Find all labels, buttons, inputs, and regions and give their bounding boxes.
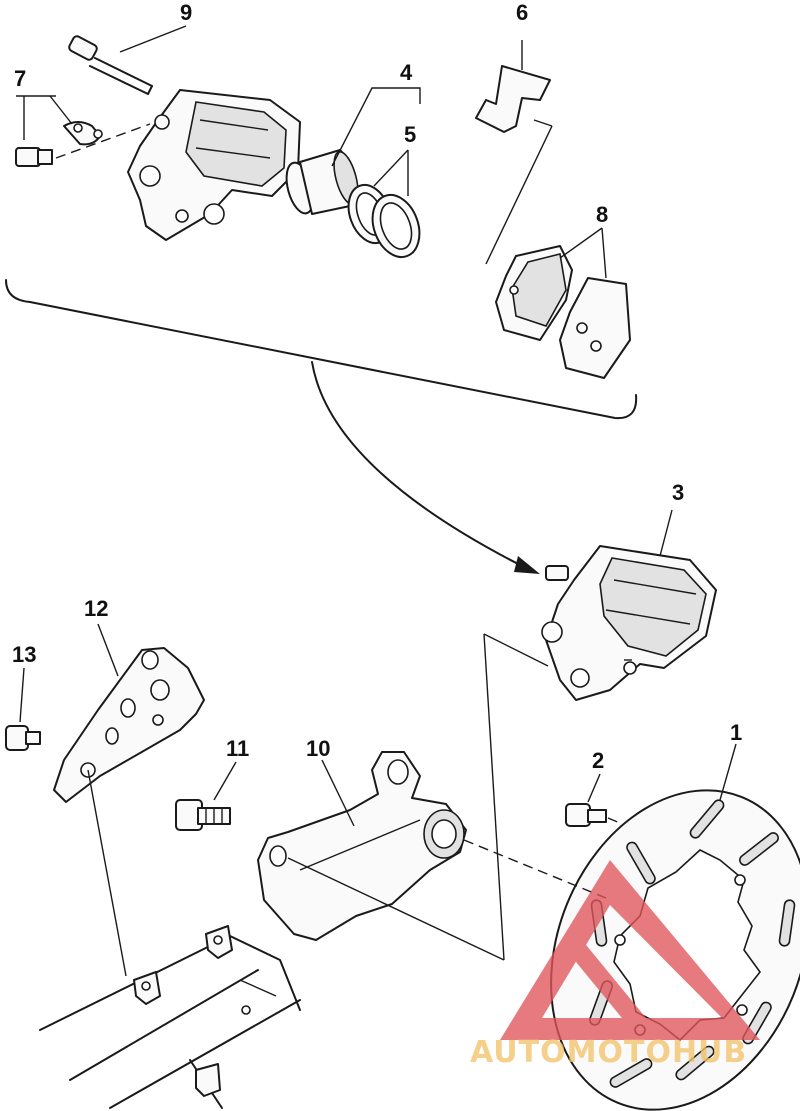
connector-arrow-line [311,361,531,571]
swingarm-frame [39,925,301,1109]
callout-9: 9 [180,0,192,25]
pad-spring-part [475,65,551,133]
guide-line [483,633,505,961]
connector-arrowhead [514,556,540,574]
guide-line [483,633,549,667]
callout-1: 1 [730,720,742,745]
disc-bolt-part [565,803,607,827]
callout-5: 5 [404,122,416,147]
callout-8: 8 [596,202,608,227]
caliper-guard-part [53,647,205,803]
guard-bolt-part [5,725,41,751]
watermark-text: AUTOMOTOHUB [470,1035,747,1070]
piston-seals-part [347,183,421,258]
guide-line [287,857,505,961]
bleed-screw-part [15,121,103,167]
watermark-triangle-logo [500,860,760,1040]
brake-pads-part [495,245,631,379]
callout-2: 2 [592,748,604,773]
callout-7: 7 [14,66,26,91]
callout-10: 10 [306,736,330,761]
guide-line [87,769,127,977]
guide-line [463,839,607,899]
callout-3: 3 [672,480,684,505]
callout-13: 13 [12,642,36,667]
caliper-assembly-part [541,545,717,701]
callout-6: 6 [516,0,528,25]
slide-pin-part [68,35,153,95]
piston-part [285,149,359,215]
callout-11: 11 [226,736,249,761]
caliper-body-exploded [127,89,301,241]
callout-4: 4 [400,60,413,85]
callout-12: 12 [84,596,108,621]
bracket-bolt-part [175,799,231,831]
automotohub-watermark: AUTOMOTOHUB [470,860,760,1070]
breakout-frame [5,279,638,420]
caliper-bracket-part [257,751,467,941]
